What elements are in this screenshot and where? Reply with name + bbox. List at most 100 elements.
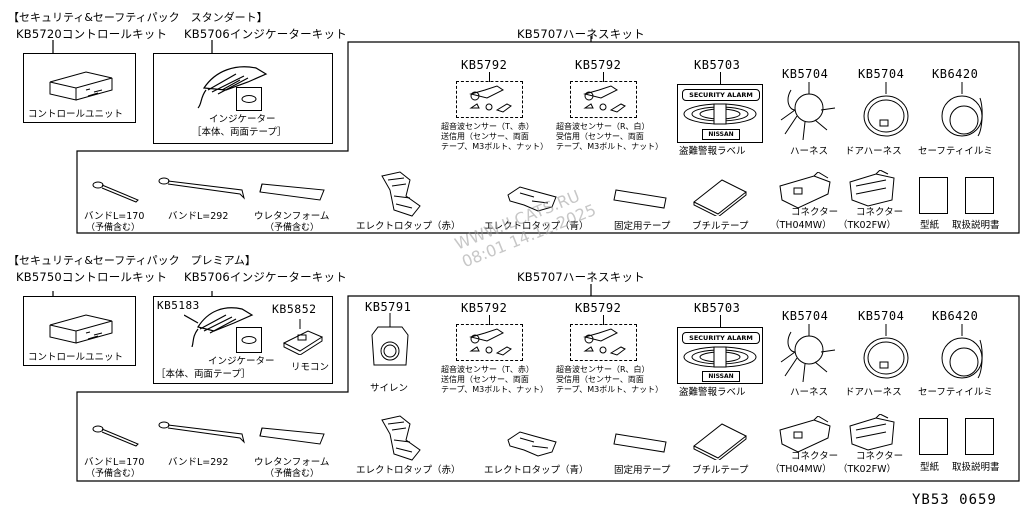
sensor-r-desc: 超音波センサー（R、白） 受信用（センサー、両面 テープ、M3ボルト、ナット） [556, 122, 664, 151]
indicator-wire-icon [197, 66, 268, 109]
security-alarm-sticker: SECURITY ALARM NISSAN [677, 327, 763, 384]
safety-illumi-part: KB6420 [932, 67, 979, 81]
connector-tk02fw-label: コネクター [856, 451, 904, 462]
indicator-label: インジケーター [209, 114, 276, 125]
sticker-bottom-text: NISSAN [702, 129, 740, 140]
safety-illumi-part: KB6420 [932, 309, 979, 323]
butyl-tape-icon [693, 179, 747, 216]
kit-name: ハーネスキット [562, 270, 645, 284]
sensor-t-part: KB5792 [461, 58, 508, 72]
template-paper-icon [919, 418, 948, 455]
harness-kit-title-premium: KB5707ハーネスキット [517, 270, 645, 284]
ultrasonic-sensor-icon [583, 328, 626, 356]
connector-th04mw-sub: （TH04MW） [770, 464, 832, 475]
door-harness-label: ドアハーネス [845, 146, 902, 157]
ultrasonic-sensor-icon [469, 328, 512, 356]
urethane-foam-icon [259, 427, 325, 445]
band-170-sub: （予備含む） [86, 469, 141, 479]
electro-tap-blue-label: エレクトロタップ（青） [484, 221, 589, 232]
connector-tk02fw-sub: （TK02FW） [838, 220, 896, 231]
alarm-waves-icon [683, 346, 757, 368]
manual-label: 取扱説明書 [952, 462, 1000, 473]
electro-tap-blue-label: エレクトロタップ（青） [484, 465, 589, 476]
harness-label: ハーネス [790, 387, 829, 398]
indicator-sub-part: KB5183 [157, 299, 200, 312]
electro-tap-red-icon [381, 415, 421, 461]
sensor-r-desc: 超音波センサー（R、白） 受信用（センサー、両面 テープ、M3ボルト、ナット） [556, 365, 664, 394]
urethane-foam-label: ウレタンフォーム [254, 457, 330, 468]
indicator-box-standard: インジケーター ［本体、両面テープ］ [153, 53, 333, 144]
kit-name: ハーネスキット [562, 27, 645, 41]
harness-icon [780, 324, 836, 383]
harness-part: KB5704 [782, 67, 829, 81]
alarm-label-label: 盗難警報ラベル [679, 146, 746, 157]
connector-th04mw-label: コネクター [791, 451, 839, 462]
connector-th04mw-sub: （TH04MW） [770, 220, 832, 231]
sticker-bottom-text: NISSAN [702, 371, 740, 382]
indicator-tape-icon [236, 327, 262, 353]
butyl-tape-label: ブチルテープ [692, 465, 749, 476]
urethane-foam-icon [259, 183, 325, 201]
template-paper-icon [919, 177, 948, 214]
urethane-foam-label: ウレタンフォーム [254, 211, 330, 222]
fixing-tape-icon [613, 189, 667, 209]
siren-icon [371, 313, 409, 366]
butyl-tape-label: ブチルテープ [692, 221, 749, 232]
template-paper-label: 型紙 [920, 220, 940, 231]
indicator-sublabel: ［本体、両面テープ］ [156, 369, 251, 380]
alarm-label-part: KB5703 [694, 301, 741, 315]
kit-name: コントロールキット [61, 270, 168, 284]
part-number: KB5706 [184, 270, 230, 284]
part-number: KB5720 [16, 27, 62, 41]
indicator-kit-title-standard: KB5706インジケーターキット [184, 28, 347, 41]
control-unit-box-premium: コントロールユニット [23, 296, 136, 366]
control-kit-title-standard: KB5720コントロールキット [16, 27, 168, 41]
door-harness-icon [863, 82, 909, 137]
control-unit-label: コントロールユニット [28, 352, 124, 363]
connector-th04mw-icon [779, 416, 831, 453]
connector-tk02fw-sub: （TK02FW） [838, 464, 896, 475]
door-harness-label: ドアハーネス [845, 387, 902, 398]
remote-control-icon [282, 319, 324, 355]
fixing-tape-label: 固定用テープ [614, 221, 671, 232]
part-number: KB5750 [16, 270, 62, 284]
indicator-label: インジケーター [208, 356, 275, 367]
harness-icon [780, 82, 836, 141]
remote-part: KB5852 [272, 302, 317, 316]
control-kit-title-premium: KB5750コントロールキット [16, 270, 168, 284]
sensor-t-kit [456, 81, 523, 118]
band-292-label: バンドL=292 [168, 457, 229, 468]
sensor-t-desc: 超音波センサー（T、赤） 送信用（センサー、両面 テープ、M3ボルト、ナット） [441, 365, 549, 394]
template-paper-label: 型紙 [920, 462, 940, 473]
band-170-label: バンドL=170 [84, 457, 145, 468]
sensor-r-kit [570, 81, 637, 118]
indicator-sublabel: ［本体、両面テープ］ [192, 127, 287, 138]
fixing-tape-label: 固定用テープ [614, 465, 671, 476]
manual-icon [965, 418, 994, 455]
sticker-top-text: SECURITY ALARM [682, 332, 760, 344]
ultrasonic-sensor-icon [469, 85, 512, 113]
electro-tap-blue-icon [507, 431, 557, 457]
electro-tap-red-label: エレクトロタップ（赤） [356, 221, 461, 232]
siren-part: KB5791 [365, 300, 412, 314]
sticker-top-text: SECURITY ALARM [682, 89, 760, 101]
alarm-waves-icon [683, 103, 757, 125]
alarm-label-part: KB5703 [694, 58, 741, 72]
safety-illumi-icon [941, 324, 983, 379]
safety-illumi-label: セーフティイルミ [918, 387, 993, 398]
connector-tk02fw-icon [849, 414, 895, 451]
electro-tap-red-label: エレクトロタップ（赤） [356, 465, 461, 476]
section-title-premium: 【セキュリティ&セーフティパック プレミアム】 [8, 254, 256, 267]
kit-name: コントロールキット [61, 27, 168, 41]
sensor-r-part: KB5792 [575, 301, 622, 315]
harness-kit-outline-standard [76, 41, 1020, 234]
remote-label: リモコン [291, 362, 330, 373]
door-harness-icon [863, 324, 909, 379]
band-170-label: バンドL=170 [84, 211, 145, 222]
fixing-tape-icon [613, 433, 667, 453]
cable-tie-170-icon [92, 181, 139, 203]
safety-illumi-label: セーフティイルミ [918, 146, 993, 157]
harness-kit-title-standard: KB5707ハーネスキット [517, 27, 645, 41]
urethane-foam-sub: （予備含む） [265, 469, 320, 479]
